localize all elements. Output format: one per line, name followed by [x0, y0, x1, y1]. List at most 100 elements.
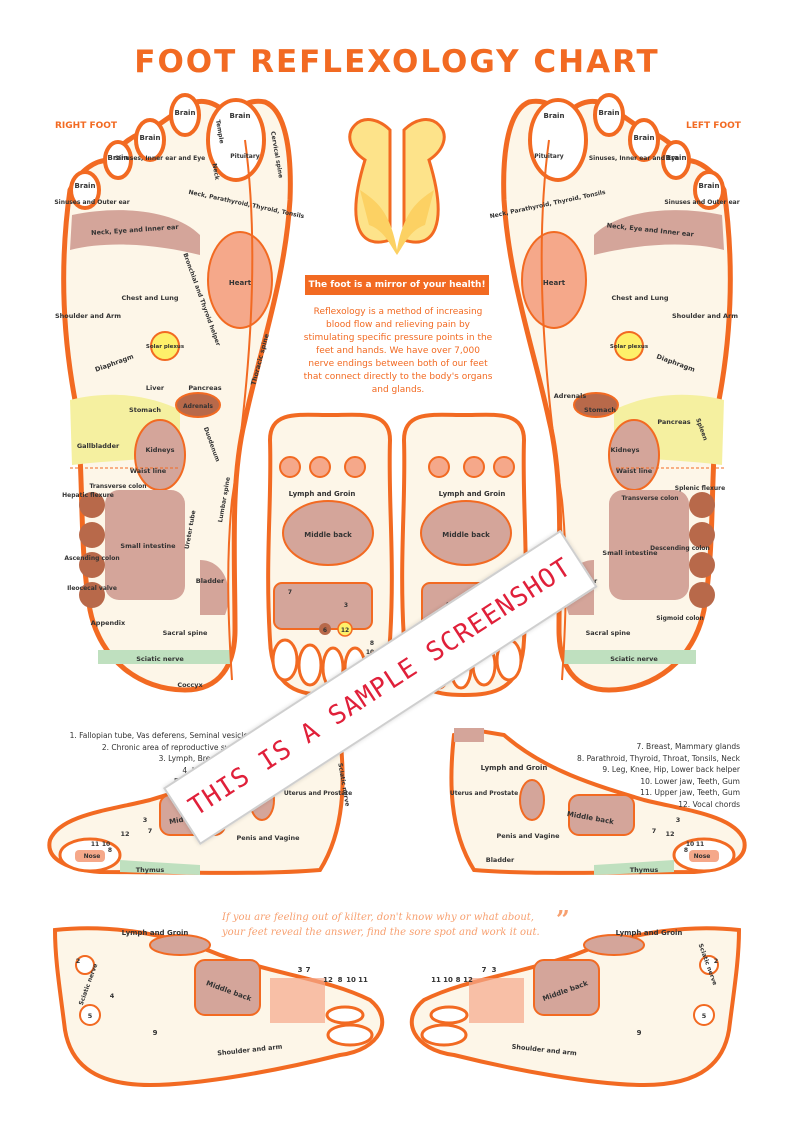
top-right-middle: Middle back [304, 531, 352, 539]
inner-left-n10: 10 [443, 976, 453, 984]
left-label-descending: Descending colon [650, 545, 710, 552]
inner-left-foot [409, 926, 741, 1087]
label-brain: Brain [175, 109, 196, 117]
left-label-sinuses-outer: Sinuses and Outer ear [664, 199, 739, 206]
left-label-sciatic: Sciatic nerve [610, 655, 658, 663]
left-label-brain-3: Brain [634, 134, 655, 142]
left-label-solar: Solar plexus [610, 344, 649, 350]
inner-right-n4: 4 [110, 992, 115, 1000]
top-right-lymph: Lymph and Groin [289, 490, 356, 498]
label-ileocecal: Ileocecal valve [67, 585, 117, 592]
side-left-n11: 11 [696, 841, 704, 848]
top-left-middle: Middle back [442, 531, 490, 539]
side-left-n8: 8 [684, 847, 688, 854]
legend-right: 7. Breast, Mammary glands 8. Parathroid,… [540, 741, 740, 811]
label-sinuses-outer: Sinuses and Outer ear [54, 199, 129, 206]
side-right-n10: 10 [102, 841, 110, 848]
page-title: FOOT REFLEXOLOGY CHART [134, 44, 660, 80]
side-left-uterus: Uterus and Prostate [450, 790, 518, 797]
inner-left-lymph: Lymph and Groin [616, 929, 683, 937]
inner-left-n9: 9 [637, 1029, 642, 1037]
label-gallbladder: Gallbladder [77, 442, 120, 450]
inner-left-n3: 3 [492, 966, 497, 974]
inner-right-n8: 8 [338, 976, 343, 984]
left-label-sinuses-eye: Sinuses, Inner ear and Eye [589, 155, 679, 162]
inner-right-n5: 5 [88, 1012, 93, 1020]
label-temple: Temple [214, 119, 225, 144]
legend-item: 1. Fallopian tube, Vas deferens, Seminal… [69, 731, 248, 740]
legend-item: 7. Breast, Mammary glands [636, 742, 740, 751]
right-foot-label: RIGHT FOOT [55, 121, 118, 131]
side-right-n7: 7 [148, 827, 153, 835]
intro-paragraph: Reflexology is a method of increasing bl… [303, 307, 493, 395]
left-label-pancreas: Pancreas [657, 418, 690, 426]
left-label-brain: Brain [544, 112, 565, 120]
central-feet-icon [348, 118, 446, 255]
label-solar: Solar plexus [146, 344, 185, 350]
inner-right-n9: 9 [153, 1029, 158, 1037]
left-label-brain-4: Brain [666, 154, 687, 162]
label-kidneys: Kidneys [145, 446, 174, 454]
footer-quote: If you are feeling out of kilter, don't … [222, 912, 540, 938]
left-foot-label: LEFT FOOT [686, 121, 741, 131]
legend-item: 2. Chronic area of reproductive system [101, 742, 248, 752]
label-appendix: Appendix [91, 619, 126, 627]
inner-right-n3: 3 [298, 966, 303, 974]
inner-right-lymph: Lymph and Groin [122, 929, 189, 937]
right-sole-diagram [64, 95, 291, 690]
side-left-lymph: Lymph and Groin [481, 764, 548, 772]
top-right-n3: 3 [344, 602, 348, 609]
left-label-transverse: Transverse colon [621, 495, 678, 502]
label-brain-4: Brain [75, 182, 96, 190]
inner-right-n11: 11 [358, 976, 368, 984]
label-brain-2: Brain [140, 134, 161, 142]
label-waist: Waist line [130, 467, 167, 475]
inner-left-n11: 11 [431, 976, 441, 984]
left-label-sigmoid: Sigmoid colon [656, 615, 704, 622]
left-label-shoulder: Shoulder and Arm [672, 312, 738, 320]
inner-right-n10: 10 [346, 976, 356, 984]
top-right-n6: 6 [323, 627, 327, 634]
label-shoulder: Shoulder and Arm [55, 312, 121, 320]
side-right-n8: 8 [108, 847, 112, 854]
inner-right-n7: 7 [306, 966, 311, 974]
left-label-brain-2: Brain [599, 109, 620, 117]
side-right-penis: Penis and Vagine [236, 834, 300, 842]
left-label-adrenals: Adrenals [554, 392, 587, 400]
legend-item: 10. Lower jaw, Teeth, Gum [640, 776, 740, 786]
label-small: Small intestine [120, 542, 176, 550]
side-right-nose: Nose [84, 853, 101, 860]
label-bladder: Bladder [196, 577, 225, 585]
inner-left-n12: 12 [463, 976, 473, 984]
label-sinuses-eye: Sinuses, Inner ear and Eye [115, 155, 205, 162]
side-right-n12: 12 [120, 830, 129, 838]
left-label-heart: Heart [543, 279, 566, 287]
legend-item: 8. Parathroid, Thyroid, Throat, Tonsils,… [577, 753, 740, 763]
legend-item: 11. Upper jaw, Teeth, Gum [640, 788, 740, 798]
side-right-n3: 3 [143, 816, 148, 824]
label-stomach: Stomach [129, 406, 161, 414]
label-pancreas: Pancreas [188, 384, 221, 392]
left-label-pituitary: Pituitary [534, 153, 564, 160]
label-sacral: Sacral spine [163, 629, 208, 637]
inner-left-n8: 8 [456, 976, 461, 984]
top-right-n12: 12 [341, 627, 349, 634]
side-left-thymus: Thymus [630, 866, 659, 874]
label-coccyx: Coccyx [177, 681, 203, 689]
legend-item: 9. Leg, Knee, Hip, Lower back helper [602, 765, 740, 775]
inner-right-n12: 12 [323, 976, 333, 984]
side-left-nose: Nose [694, 853, 711, 860]
inner-left-n5: 5 [702, 1012, 707, 1020]
health-banner: The foot is a mirror of your health! [305, 275, 489, 295]
side-left-n10: 10 [686, 841, 694, 848]
label-adrenals: Adrenals [183, 403, 213, 410]
side-left-n3: 3 [676, 816, 681, 824]
label-heart: Heart [229, 279, 252, 287]
side-left-n12: 12 [665, 830, 674, 838]
left-label-kidneys: Kidneys [610, 446, 639, 454]
side-right-uterus: Uterus and Prostate [284, 790, 352, 797]
legend-item: 12. Vocal chords [678, 799, 740, 809]
label-ascending: Ascending colon [64, 555, 119, 562]
left-label-chest: Chest and Lung [611, 294, 668, 302]
